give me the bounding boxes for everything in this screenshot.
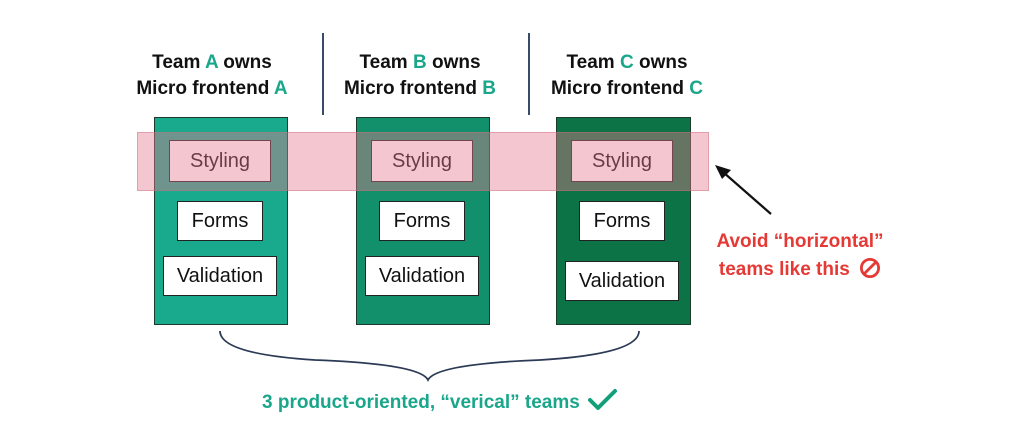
team-b-validation-box: Validation: [365, 256, 479, 296]
team-a-letter-2: A: [273, 78, 288, 99]
team-a-letter: A: [204, 52, 218, 73]
horizontal-team-band: [137, 132, 709, 191]
arrow-icon: [715, 165, 772, 215]
team-a-title-line2: Micro frontend A: [136, 78, 288, 99]
vertical-teams-caption: 3 product-oriented, “verical” teams: [262, 388, 619, 414]
team-c-title-line1: Team C owns: [566, 52, 688, 73]
team-b-styling-box: Styling: [371, 140, 473, 182]
team-a-styling-box: Styling: [169, 140, 271, 182]
avoid-horizontal-note: Avoid “horizontal” teams like this: [690, 228, 910, 284]
team-c-letter: C: [619, 52, 634, 73]
prohibited-icon: [860, 257, 881, 279]
team-a-header: Team A owns Micro frontend A: [102, 50, 322, 102]
avoid-line1: Avoid “horizontal”: [716, 231, 884, 252]
avoid-line2-row: teams like this: [690, 256, 910, 284]
avoid-line2: teams like this: [718, 259, 850, 280]
team-b-title-line2: Micro frontend B: [343, 78, 496, 99]
divider-bc: [528, 33, 530, 115]
team-c-letter-2: C: [689, 78, 703, 99]
team-a-validation-box: Validation: [163, 256, 277, 296]
team-c-styling-box: Styling: [571, 140, 673, 182]
divider-ab: [322, 33, 324, 115]
team-b-letter: B: [412, 52, 427, 73]
team-c-forms-box: Forms: [579, 201, 665, 241]
checkmark-icon: [588, 389, 618, 410]
team-a-forms-box: Forms: [177, 201, 263, 241]
team-c-validation-box: Validation: [565, 261, 679, 301]
vertical-caption-text: 3 product-oriented, “verical” teams: [262, 392, 580, 413]
team-b-header: Team B owns Micro frontend B: [310, 50, 530, 102]
team-c-title-line2: Micro frontend C: [550, 78, 703, 99]
team-b-forms-box: Forms: [379, 201, 465, 241]
team-b-letter-2: B: [482, 78, 496, 99]
team-a-title-line1: Team A owns: [152, 52, 272, 73]
curly-brace-icon: [219, 330, 640, 383]
team-c-header: Team C owns Micro frontend C: [517, 50, 737, 102]
team-b-title-line1: Team B owns: [359, 52, 481, 73]
